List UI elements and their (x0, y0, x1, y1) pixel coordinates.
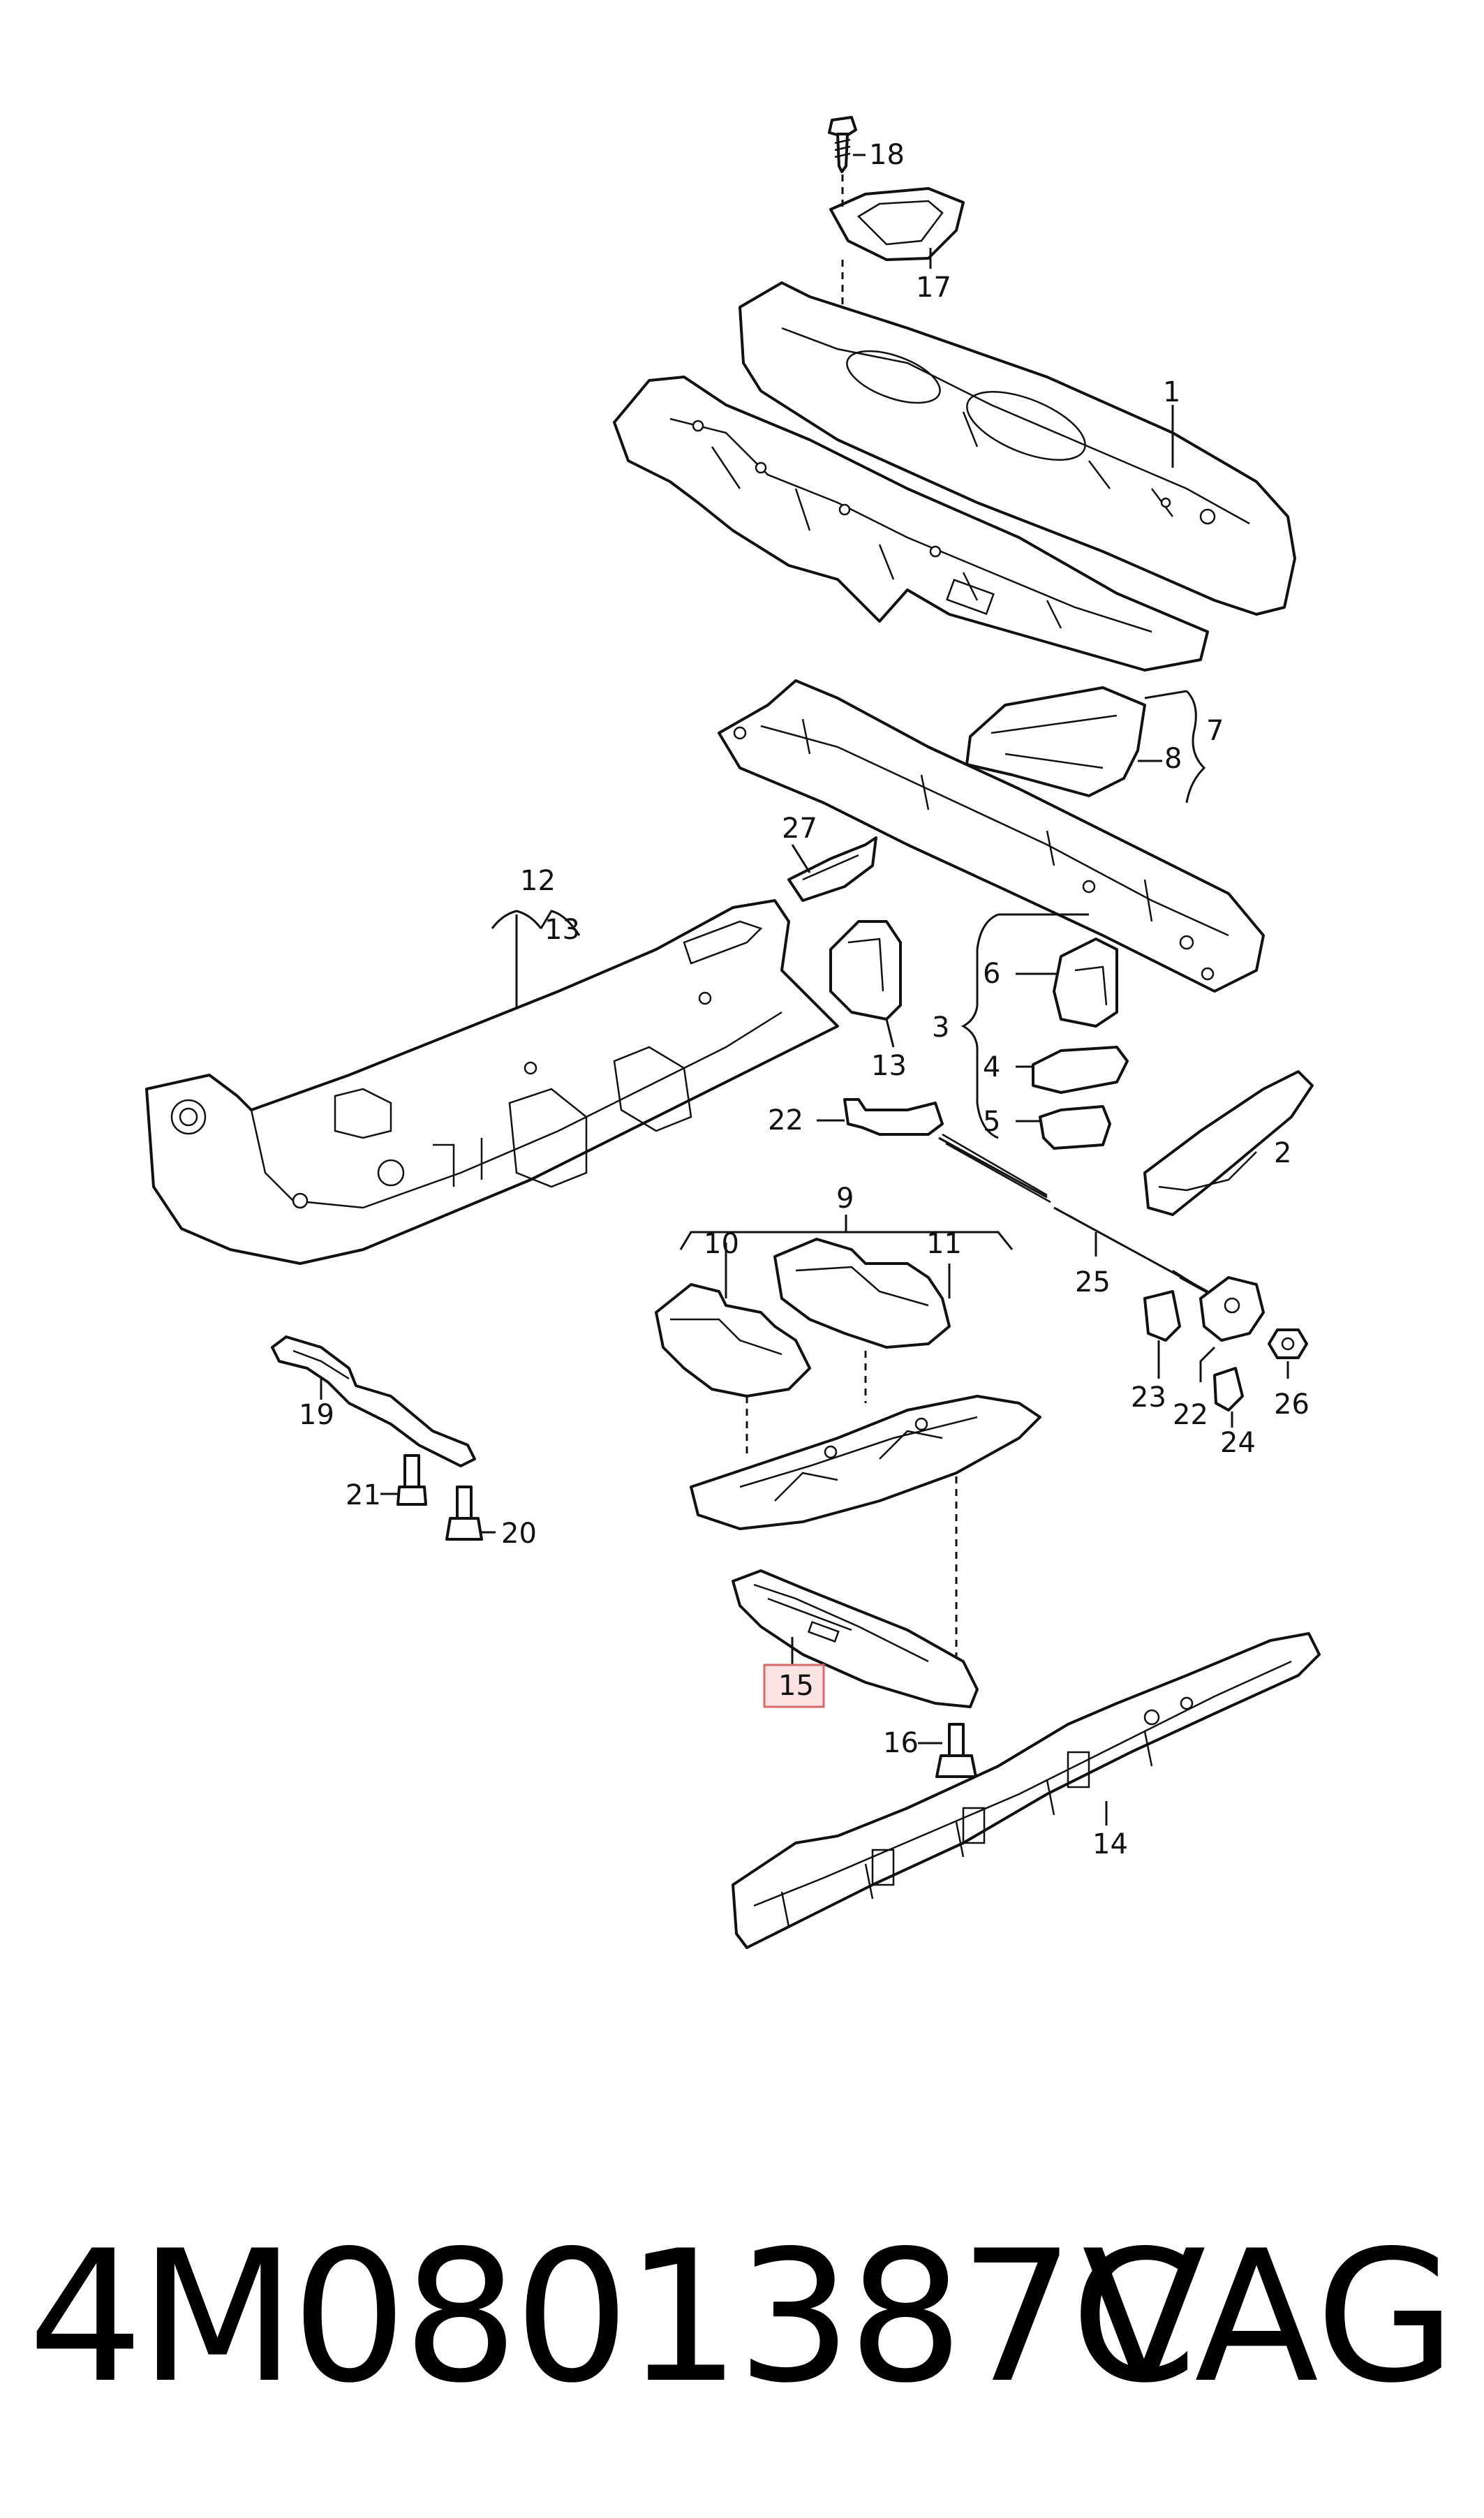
callout-7: 7 (1206, 715, 1224, 747)
callout-16: 16 (883, 1727, 919, 1759)
callout-3: 3 (932, 1012, 949, 1044)
part-23-bracket (1143, 1290, 1181, 1342)
callout-25: 25 (1075, 1266, 1111, 1298)
callout-13a: 13 (544, 914, 580, 946)
callout-27: 27 (782, 813, 817, 845)
callout-2: 2 (1274, 1137, 1291, 1169)
part-floor-pan (690, 1395, 1041, 1530)
callout-15: 15 (778, 1670, 814, 1702)
callout-12: 12 (520, 865, 556, 897)
part-27-bracket (787, 836, 877, 902)
callout-6: 6 (983, 958, 1000, 990)
part-20-bolt (445, 1486, 496, 1541)
callout-1: 1 (1163, 376, 1180, 408)
part-4-bracket (1032, 1046, 1129, 1094)
callout-26: 26 (1274, 1388, 1309, 1421)
part-15-reinforcement (732, 1569, 979, 1708)
part-12-front-crossmember (145, 899, 839, 1265)
part-2-bracket (1143, 1070, 1314, 1216)
part-5-bracket (1039, 1105, 1111, 1150)
callout-21: 21 (346, 1479, 381, 1511)
part-cowl-lower-panel (613, 376, 1209, 672)
callout-labels: 18 17 1 7 8 27 12 13 13 6 3 4 5 2 22 9 1… (299, 139, 1309, 1860)
part-14-side-sill (732, 1632, 1321, 1949)
part-number-caption: 4M0801387C (28, 2212, 1197, 2423)
part-22-bracket-left (817, 1098, 944, 1136)
callout-22b: 22 (1173, 1399, 1208, 1431)
part-21-bolt (380, 1454, 427, 1506)
callout-22a: 22 (768, 1104, 803, 1136)
callout-4: 4 (983, 1051, 1000, 1083)
part-1-cowl-panel (739, 281, 1296, 616)
callout-23: 23 (1131, 1382, 1166, 1414)
callout-8: 8 (1164, 743, 1182, 775)
callout-24: 24 (1220, 1427, 1256, 1459)
highlight-box-15 (763, 1664, 825, 1708)
part-6-bracket (1053, 938, 1118, 1028)
callout-20: 20 (501, 1518, 537, 1550)
manufacturer-caption: VAG (1082, 2212, 1456, 2423)
part-18-screw (828, 116, 857, 173)
callout-17: 17 (916, 272, 951, 304)
part-13-bracket (829, 920, 902, 1048)
callout-19: 19 (299, 1399, 334, 1431)
callout-11: 11 (926, 1228, 962, 1260)
part-3-crossmember (718, 679, 1265, 993)
part-22-bracket-right (1199, 1276, 1265, 1382)
part-16-bolt (918, 1723, 977, 1778)
callout-18: 18 (869, 139, 905, 171)
part-25-rod (938, 1133, 1208, 1294)
part-11-duct (773, 1238, 951, 1349)
part-26-nut (1268, 1328, 1308, 1379)
brace-9 (679, 1231, 1014, 1250)
part-24-clip (1213, 1367, 1244, 1412)
part-19-bracket (271, 1335, 476, 1467)
callout-14: 14 (1092, 1828, 1128, 1860)
callout-10: 10 (704, 1228, 739, 1260)
callout-13b: 13 (871, 1050, 907, 1082)
part-8-bracket (965, 686, 1206, 803)
brace-3 (960, 913, 999, 1139)
callout-5: 5 (983, 1106, 1000, 1138)
callout-9: 9 (836, 1183, 854, 1215)
part-10-duct (655, 1243, 811, 1398)
